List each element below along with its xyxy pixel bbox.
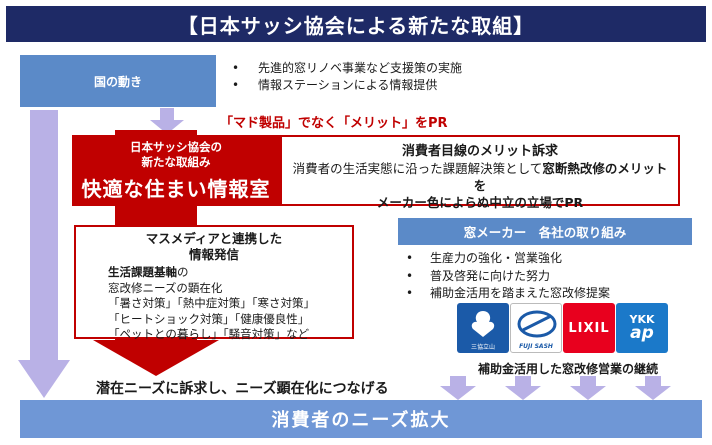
association-headline: 快適な住まい情報室 xyxy=(81,176,271,201)
latent-needs-text: 潜在ニーズに訴求し、ニーズ顕在化につなげる xyxy=(96,381,389,397)
slogan: 「マド製品」でなく「メリット」をPR xyxy=(220,116,448,131)
arrow-down-icon xyxy=(93,340,219,376)
fuji-sash-logo: FUJI SASH xyxy=(510,303,562,353)
lixil-logo: LIXIL xyxy=(563,303,615,353)
sankyo-mark-icon xyxy=(471,311,495,337)
media-box: マスメディアと連携した 情報発信 生活課題基軸の 窓改修ニーズの顕在化 「暑さ対… xyxy=(74,225,354,341)
manufacturers-list: 生産力の強化・営業強化 普及啓発に向けた努力 補助金活用を踏まえた窓改修提案 xyxy=(404,250,694,303)
fuji-caption: FUJI SASH xyxy=(519,343,553,350)
arrow-down-icon xyxy=(150,108,184,134)
consumer-appeal-box: 消費者目線のメリット訴求 消費者の生活実態に沿った課題解決策として窓断熱改修のメ… xyxy=(280,135,680,210)
list-item: 普及啓発に向けた努力 xyxy=(404,268,694,286)
ap-wordmark: ap xyxy=(630,323,654,343)
list-item: 先進的窓リノベ事業など支援策の実施 xyxy=(230,60,530,77)
appeal-heading: 消費者目線のメリット訴求 xyxy=(401,144,558,159)
fuji-mark-icon xyxy=(517,310,557,338)
appeal-body-bold: メーカー色によらぬ中立の立場でPR xyxy=(376,195,584,210)
list-item: 情報ステーションによる情報提供 xyxy=(230,77,530,94)
association-line1: 日本サッシ協会の xyxy=(130,139,222,154)
government-label: 国の動き xyxy=(93,74,142,89)
page-title: 【日本サッシ協会による新たな取組】 xyxy=(6,6,706,42)
ykk-ap-logo: YKK ap xyxy=(616,303,668,353)
arrow-down-icon xyxy=(18,110,70,398)
media-heading: 情報発信 xyxy=(188,247,239,262)
media-line: 「ヒートショック対策」「健康優良性」 xyxy=(108,311,310,326)
subsidy-caption: 補助金活用した窓改修営業の継続 xyxy=(478,362,659,376)
media-line: 「ペットとの暮らし」「騒音対策」など xyxy=(108,327,310,341)
manufacturers-heading: 窓メーカー 各社の取り組み xyxy=(398,218,692,245)
arrow-down-icon xyxy=(440,376,671,400)
ykk-wordmark: YKK xyxy=(629,313,655,326)
appeal-body-bold: 窓断熱改修のメリットを xyxy=(473,161,668,193)
media-line: 窓改修ニーズの顕在化 xyxy=(108,280,223,295)
appeal-body: 消費者の生活実態に沿った課題解決策として xyxy=(292,161,543,176)
government-box: 国の動き xyxy=(20,55,216,107)
lixil-wordmark: LIXIL xyxy=(568,320,610,336)
association-line2: 新たな取組み xyxy=(141,154,211,169)
media-keyword: 生活課題基軸 xyxy=(108,265,177,279)
bottom-banner: 消費者のニーズ拡大 xyxy=(20,400,702,438)
government-list: 先進的窓リノベ事業など支援策の実施 情報ステーションによる情報提供 xyxy=(230,60,530,94)
media-heading: マスメディアと連携した xyxy=(145,231,283,246)
list-item: 生産力の強化・営業強化 xyxy=(404,250,694,268)
media-keyword-suffix: の xyxy=(177,265,189,279)
sankyo-logo: 三協立山 xyxy=(457,303,509,353)
media-line: 「暑さ対策」「熱中症対策」「寒さ対策」 xyxy=(108,296,315,310)
association-box: 日本サッシ協会の 新たな取組み 快適な住まい情報室 xyxy=(72,135,280,206)
list-item: 補助金活用を踏まえた窓改修提案 xyxy=(404,285,694,303)
sankyo-caption: 三協立山 xyxy=(470,344,495,351)
